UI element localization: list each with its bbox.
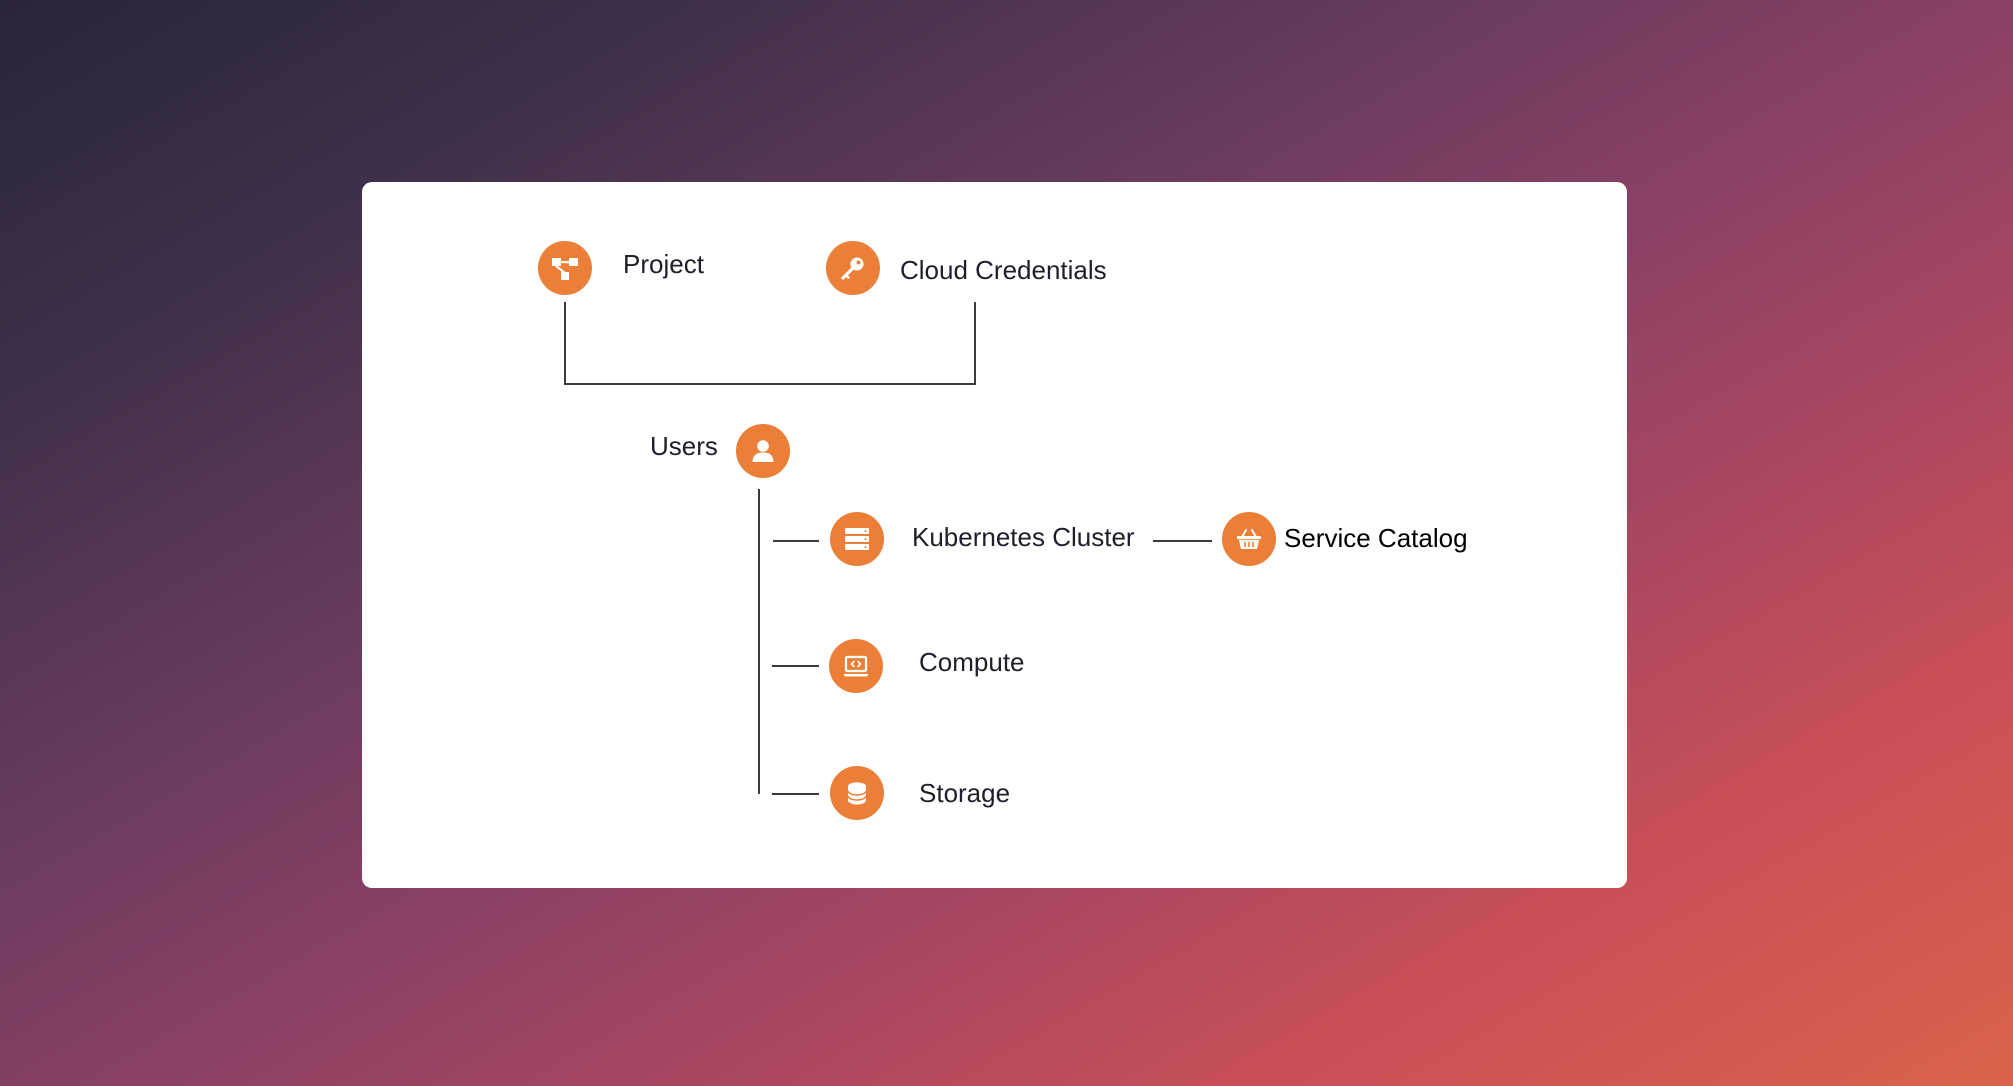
cloud-credentials-label: Cloud Credentials (900, 255, 1107, 285)
project-hierarchy-icon (538, 241, 592, 295)
connector-project-down (564, 302, 566, 385)
server-rack-icon (830, 512, 884, 566)
compute-label: Compute (919, 647, 1025, 677)
connector-credentials-down (974, 302, 976, 385)
project-label: Project (623, 249, 704, 279)
connector-project-credentials-join (564, 383, 976, 385)
laptop-code-icon (829, 639, 883, 693)
storage-label: Storage (919, 778, 1011, 808)
database-icon (830, 766, 884, 820)
connector-users-trunk (758, 489, 760, 794)
connector-branch-storage (772, 793, 819, 795)
connector-branch-compute (772, 665, 819, 667)
basket-icon (1222, 512, 1276, 566)
connector-branch-kubernetes (773, 540, 819, 542)
diagram-card: Project Cloud Credentials Users Kubernet… (362, 182, 1627, 888)
connector-kubernetes-service-catalog (1153, 540, 1212, 542)
key-icon (826, 241, 880, 295)
kubernetes-cluster-label: Kubernetes Cluster (912, 522, 1135, 552)
service-catalog-label: Service Catalog (1284, 523, 1468, 553)
user-icon (736, 424, 790, 478)
users-label: Users (650, 431, 718, 461)
